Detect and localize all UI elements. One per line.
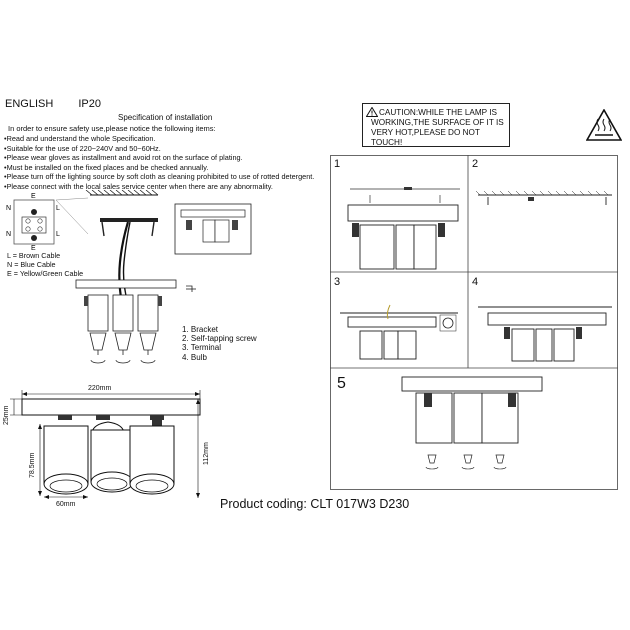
dim-diameter: 60mm	[56, 501, 76, 508]
cylinder-left	[43, 425, 89, 495]
cylinder-middle	[90, 421, 134, 493]
step-number-4: 4	[472, 276, 479, 288]
part-bulb: 4. Bulb	[182, 352, 207, 362]
spec-intro: In order to ensure safety use,please not…	[8, 124, 216, 133]
screw-icon	[186, 285, 193, 292]
fixture-base	[21, 398, 201, 416]
part-bracket: 1. Bracket	[182, 325, 219, 334]
part-screw: 2. Self-tapping screw	[182, 334, 257, 344]
spec-bullet: Please wear gloves as installment and av…	[4, 153, 314, 163]
base-plate	[75, 279, 177, 289]
terminal-label-n-top: N	[6, 205, 11, 212]
spot-head-1	[84, 294, 109, 364]
caution-line-3: VERY HOT,PLEASE DO NOT TOUCH!	[371, 128, 480, 147]
spec-bullet: Please turn off the lighting source by s…	[4, 172, 315, 182]
earth-terminal-top	[31, 209, 37, 215]
step-4-illustration	[478, 306, 612, 362]
caution-line-2: WORKING,THE SURFACE OF IT IS	[371, 118, 504, 127]
step-5-illustration	[401, 376, 543, 470]
bracket	[100, 218, 158, 222]
dim-body-height: 78.5mm	[29, 452, 36, 478]
step-number-5: 5	[337, 375, 346, 392]
legend-brown: L = Brown Cable	[7, 251, 61, 260]
spec-bullets: Read and understand the whole Specificat…	[4, 134, 315, 192]
earth-terminal-bottom	[31, 235, 37, 241]
terminal-label-l-bottom: L	[56, 231, 60, 238]
terminal-label-l-top: L	[56, 205, 60, 212]
power-cable	[118, 221, 130, 305]
installation-steps	[330, 155, 618, 490]
spec-bullet: Must be installed on the fixed places an…	[4, 163, 314, 173]
terminal-label-n-bottom: N	[6, 231, 11, 238]
dim-base-height: 25mm	[3, 405, 10, 425]
wiring-diagram: E N L N L E	[6, 190, 252, 364]
step-2-illustration	[475, 190, 612, 205]
caution-line-1: CAUTION:WHILE THE LAMP IS	[379, 108, 497, 117]
spec-bullet: Suitable for the use of 220~240V and 50~…	[4, 144, 314, 154]
step-3-illustration	[340, 304, 458, 360]
spec-title: Specification of installation	[118, 113, 213, 122]
warning-icon	[366, 107, 378, 117]
header: ENGLISH IP20	[5, 98, 123, 110]
spot-head-3	[137, 294, 162, 364]
hot-surface-icon	[586, 109, 622, 141]
cable-legend: L = Brown Cable N = Blue Cable E = Yello…	[7, 251, 84, 278]
part-terminal: 3. Terminal	[182, 343, 221, 353]
dimension-drawing	[10, 390, 201, 499]
legend-yellow-green: E = Yellow/Green Cable	[7, 268, 84, 278]
terminal-label-e-top: E	[31, 193, 36, 200]
step-1-illustration	[347, 187, 460, 270]
spot-head-2	[112, 294, 134, 364]
dim-width: 220mm	[88, 385, 112, 392]
legend-blue: N = Blue Cable	[7, 259, 56, 269]
step-number-3: 3	[334, 276, 341, 288]
dim-total-height: 112mm	[203, 442, 210, 465]
terminal-label-e-bottom: E	[31, 245, 36, 252]
product-coding: Product coding: CLT 017W3 D230	[220, 497, 410, 511]
step-number-2: 2	[472, 158, 479, 170]
language-label: ENGLISH	[5, 98, 54, 110]
caution-box: CAUTION:WHILE THE LAMP IS WORKING,THE SU…	[362, 103, 510, 147]
ip-rating: IP20	[78, 98, 101, 110]
spec-bullet: Please connect with the local sales serv…	[4, 182, 314, 192]
step-number-1: 1	[334, 158, 341, 170]
cylinder-right	[129, 425, 175, 495]
spec-bullet: Read and understand the whole Specificat…	[4, 134, 314, 144]
parts-list: 1. Bracket 2. Self-tapping screw 3. Term…	[182, 325, 257, 362]
